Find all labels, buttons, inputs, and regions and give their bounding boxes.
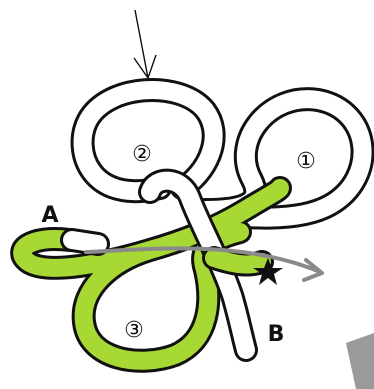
green-cord-overcrossing bbox=[214, 258, 262, 265]
label-end-a: A bbox=[41, 203, 58, 228]
label-loop-3: ③ bbox=[124, 318, 144, 343]
white-cord-end-a bbox=[72, 240, 98, 244]
label-loop-2: ② bbox=[132, 142, 152, 167]
thin-down-arrow-icon bbox=[134, 10, 156, 78]
label-loop-1: ① bbox=[296, 149, 316, 174]
label-end-b: B bbox=[268, 322, 285, 347]
white-cord-upper-loops bbox=[83, 90, 363, 218]
corner-shape bbox=[346, 333, 374, 389]
